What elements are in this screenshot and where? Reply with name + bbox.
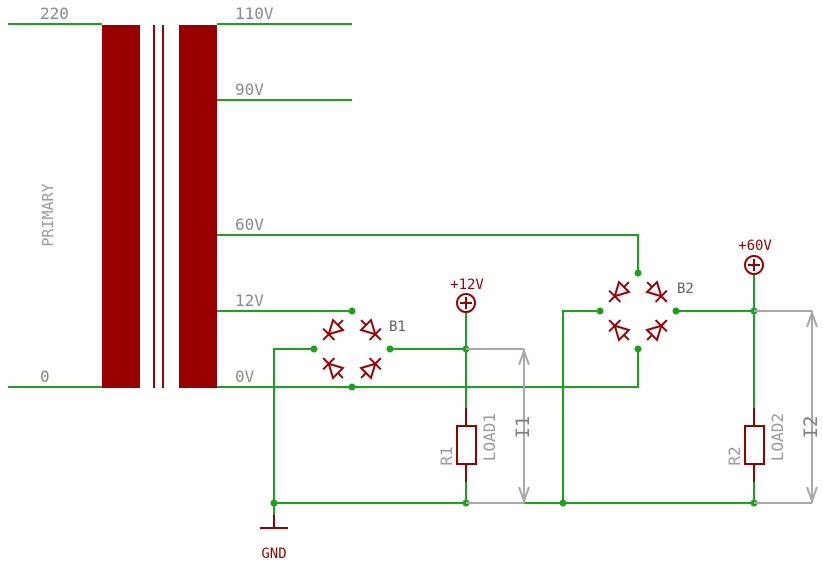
wire-b2-negative (562, 310, 600, 503)
junction-dot (310, 345, 318, 353)
current-i1-dimension (466, 348, 530, 504)
diode-icon (354, 313, 388, 347)
junction-dot (634, 345, 642, 353)
bridge-b2-label: B2 (677, 281, 694, 297)
tap-label-110v: 110V (235, 4, 274, 23)
bridge-rectifier-b2 (602, 275, 674, 347)
junction-dot (348, 307, 356, 315)
resistor-r2-name: R2 (725, 446, 744, 465)
diode-icon (602, 275, 636, 309)
junction-dot (270, 499, 278, 507)
diode-icon (316, 313, 350, 347)
junction-dot (596, 307, 604, 315)
diode-icon (640, 313, 674, 347)
wire-0v-rail (217, 350, 639, 388)
junction-dot (634, 269, 642, 277)
junction-dot (386, 345, 394, 353)
wiring (217, 234, 758, 515)
junction-dot (348, 383, 356, 391)
bridge-b1-label: B1 (389, 319, 406, 335)
diode-icon (640, 275, 674, 309)
secondary-winding (179, 25, 217, 388)
primary-tap-0: 0 (40, 367, 50, 386)
ground-label: GND (261, 546, 286, 562)
resistor-r2 (744, 408, 765, 482)
diode-icon (354, 351, 388, 385)
current-i1-label: I1 (512, 416, 534, 439)
supply-60v-icon (744, 255, 764, 275)
tap-label-12v: 12V (235, 291, 264, 310)
supply-12v-label: +12V (450, 277, 484, 293)
diode-icon (316, 351, 350, 385)
ground-icon (260, 515, 288, 529)
junction-dot (559, 499, 567, 507)
resistor-r1-value: LOAD1 (480, 413, 499, 461)
supply-12v-icon (456, 293, 476, 313)
current-i2-dimension (754, 310, 818, 504)
resistor-r1 (456, 408, 477, 482)
wire-b1-negative (273, 348, 314, 503)
primary-winding (102, 25, 140, 388)
wire-60v (217, 234, 639, 272)
supply-60v-label: +60V (738, 238, 772, 254)
current-i2-label: I2 (800, 416, 822, 439)
primary-tap-220: 220 (40, 4, 69, 23)
primary-label: PRIMARY (39, 183, 57, 246)
diode-icon (602, 313, 636, 347)
junction-dot (672, 307, 680, 315)
tap-label-90v: 90V (235, 80, 264, 99)
resistor-r2-value: LOAD2 (768, 413, 787, 461)
resistor-r1-name: R1 (437, 446, 456, 465)
tap-label-60v: 60V (235, 215, 264, 234)
tap-label-0v: 0V (235, 367, 255, 386)
transformer: PRIMARY 220 0 110V 90V 60V 12V 0V (8, 4, 352, 388)
bridge-rectifier-b1 (316, 313, 388, 385)
